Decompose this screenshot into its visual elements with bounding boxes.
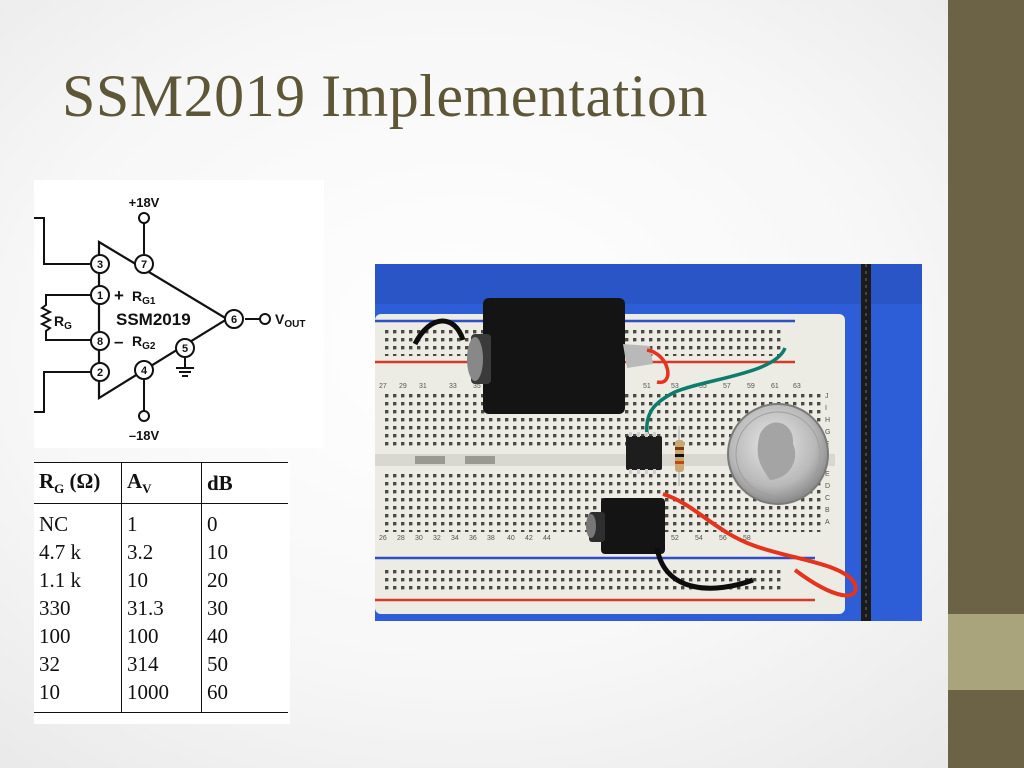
ssm2019-schematic: RG +18V –18V VOUT 3 7 1 8 2 bbox=[34, 180, 324, 448]
svg-text:E: E bbox=[825, 471, 830, 478]
svg-text:61: 61 bbox=[771, 383, 779, 390]
svg-text:D: D bbox=[825, 483, 830, 490]
svg-text:G: G bbox=[825, 429, 830, 436]
input-jack bbox=[483, 298, 625, 414]
svg-text:H: H bbox=[825, 417, 830, 424]
svg-text:63: 63 bbox=[793, 383, 801, 390]
pin-1: 1 bbox=[97, 290, 103, 302]
svg-text:30: 30 bbox=[415, 535, 423, 542]
rg1-label: RG1 bbox=[132, 288, 156, 307]
svg-text:51: 51 bbox=[643, 383, 651, 390]
svg-text:I: I bbox=[825, 405, 827, 412]
svg-text:A: A bbox=[825, 519, 830, 526]
svg-text:55: 55 bbox=[699, 383, 707, 390]
svg-text:54: 54 bbox=[695, 535, 703, 542]
svg-text:58: 58 bbox=[743, 535, 751, 542]
rg-resistor-label: RG bbox=[54, 313, 72, 332]
svg-text:29: 29 bbox=[399, 383, 407, 390]
svg-text:J: J bbox=[825, 393, 829, 400]
svg-text:32: 32 bbox=[433, 535, 441, 542]
svg-text:28: 28 bbox=[397, 535, 405, 542]
svg-text:36: 36 bbox=[469, 535, 477, 542]
plus-sign: + bbox=[114, 286, 124, 305]
pin-7: 7 bbox=[141, 259, 147, 271]
pin-6: 6 bbox=[231, 314, 237, 326]
pin-3: 3 bbox=[97, 259, 103, 271]
pin-5: 5 bbox=[182, 343, 188, 355]
amplifier-triangle bbox=[97, 240, 230, 400]
vout-label: VOUT bbox=[275, 311, 305, 330]
svg-text:59: 59 bbox=[747, 383, 755, 390]
plus-18v-label: +18V bbox=[129, 195, 160, 210]
svg-text:33: 33 bbox=[449, 383, 457, 390]
svg-text:38: 38 bbox=[487, 535, 495, 542]
svg-text:53: 53 bbox=[671, 383, 679, 390]
svg-text:C: C bbox=[825, 495, 830, 502]
slide-title: SSM2019 Implementation bbox=[62, 63, 708, 129]
svg-text:35: 35 bbox=[473, 383, 481, 390]
side-decor-accent bbox=[948, 614, 1024, 690]
chip-name: SSM2019 bbox=[116, 310, 191, 329]
pin-8: 8 bbox=[97, 336, 103, 348]
rg2-label: RG2 bbox=[132, 333, 156, 352]
output-jack bbox=[601, 498, 665, 554]
minus-sign: – bbox=[114, 332, 123, 351]
svg-text:B: B bbox=[825, 507, 830, 514]
svg-text:42: 42 bbox=[525, 535, 533, 542]
header-db: dB bbox=[201, 461, 288, 505]
svg-text:44: 44 bbox=[543, 535, 551, 542]
ic-chip bbox=[626, 436, 662, 470]
svg-text:31: 31 bbox=[419, 383, 427, 390]
svg-text:52: 52 bbox=[671, 535, 679, 542]
svg-text:56: 56 bbox=[719, 535, 727, 542]
minus-18v-label: –18V bbox=[129, 428, 160, 443]
svg-text:27: 27 bbox=[379, 383, 387, 390]
pin-4: 4 bbox=[141, 365, 148, 377]
svg-text:34: 34 bbox=[451, 535, 459, 542]
svg-text:40: 40 bbox=[507, 535, 515, 542]
breadboard-photo: 27 29 31 33 35 37 51 53 55 57 59 61 63 2… bbox=[375, 264, 922, 621]
header-av: AV bbox=[121, 461, 202, 505]
pin-2: 2 bbox=[97, 367, 103, 379]
svg-text:26: 26 bbox=[379, 535, 387, 542]
header-rg: RG (Ω) bbox=[34, 461, 122, 505]
svg-text:57: 57 bbox=[723, 383, 731, 390]
